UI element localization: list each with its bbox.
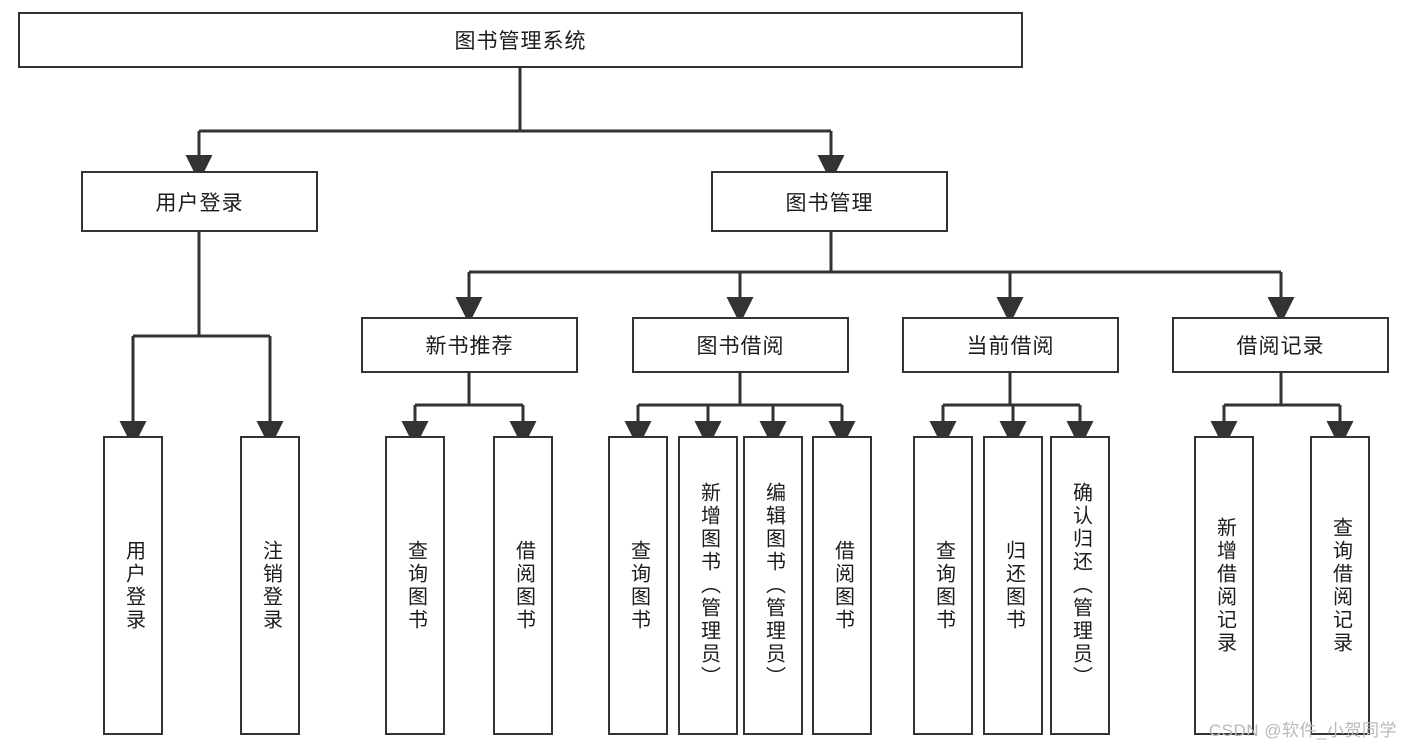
node-label: 归还图书: [1002, 539, 1025, 632]
node-label: 图书管理系统: [454, 30, 587, 53]
node-borrow-record[interactable]: 借阅记录: [1172, 317, 1389, 373]
node-book-management[interactable]: 图书管理: [711, 171, 948, 232]
node-label: 查询图书: [404, 539, 427, 632]
leaf-edit-book-admin[interactable]: 编辑图书（管理员）: [743, 436, 803, 735]
leaf-borrow-book[interactable]: 借阅图书: [812, 436, 872, 735]
node-label: 当前借阅: [966, 335, 1055, 358]
node-label: 新增借阅记录: [1213, 516, 1236, 655]
node-label: 查询图书: [932, 539, 955, 632]
node-label: 编辑图书（管理员）: [762, 482, 785, 689]
node-new-book-recommend[interactable]: 新书推荐: [361, 317, 578, 373]
leaf-query-book-current[interactable]: 查询图书: [913, 436, 973, 735]
leaf-query-book-recommend[interactable]: 查询图书: [385, 436, 445, 735]
node-label: 图书借阅: [696, 335, 785, 358]
node-label: 注销登录: [259, 539, 282, 632]
leaf-borrow-book-recommend[interactable]: 借阅图书: [493, 436, 553, 735]
leaf-add-borrow-record[interactable]: 新增借阅记录: [1194, 436, 1254, 735]
leaf-confirm-return-admin[interactable]: 确认归还（管理员）: [1050, 436, 1110, 735]
node-label: 用户登录: [155, 191, 244, 215]
node-current-borrow[interactable]: 当前借阅: [902, 317, 1119, 373]
leaf-user-login[interactable]: 用户登录: [103, 436, 163, 735]
leaf-user-logout[interactable]: 注销登录: [240, 436, 300, 735]
node-label: 用户登录: [122, 539, 145, 632]
leaf-return-book[interactable]: 归还图书: [983, 436, 1043, 735]
node-label: 查询图书: [627, 539, 650, 632]
node-label: 查询借阅记录: [1329, 516, 1352, 655]
leaf-query-borrow-record[interactable]: 查询借阅记录: [1310, 436, 1370, 735]
node-book-borrow[interactable]: 图书借阅: [632, 317, 849, 373]
node-label: 借阅图书: [512, 539, 535, 632]
node-user-login[interactable]: 用户登录: [81, 171, 318, 232]
leaf-add-book-admin[interactable]: 新增图书（管理员）: [678, 436, 738, 735]
node-label: 新书推荐: [425, 335, 514, 358]
node-label: 借阅记录: [1236, 335, 1325, 358]
watermark-text: CSDN @软件_小贺同学: [1208, 721, 1397, 740]
node-label: 借阅图书: [831, 539, 854, 632]
leaf-query-book-borrow[interactable]: 查询图书: [608, 436, 668, 735]
node-root-system[interactable]: 图书管理系统: [18, 12, 1023, 68]
node-label: 确认归还（管理员）: [1069, 482, 1092, 689]
node-label: 图书管理: [785, 191, 874, 215]
node-label: 新增图书（管理员）: [697, 482, 720, 689]
